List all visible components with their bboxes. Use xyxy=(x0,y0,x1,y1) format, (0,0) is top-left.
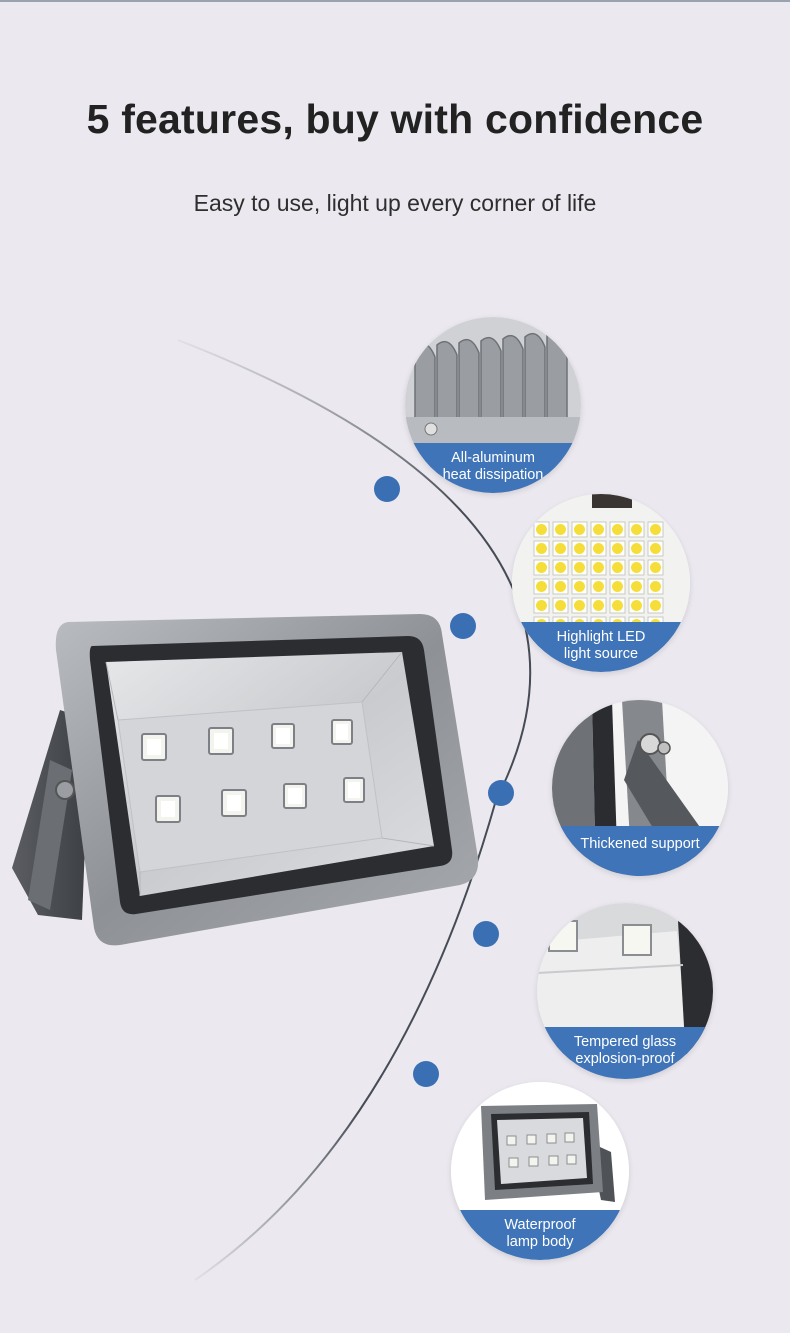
led-chip-phosphor xyxy=(536,562,547,573)
led-chip-phosphor xyxy=(536,600,547,611)
feature-label-line2: explosion-proof xyxy=(575,1051,675,1067)
feature-label-line1: All-aluminum xyxy=(451,450,535,466)
led-chip-phosphor xyxy=(631,543,642,554)
led-chip-phosphor xyxy=(555,600,566,611)
led-chip-phosphor xyxy=(612,581,623,592)
feature-label-line2: lamp body xyxy=(506,1234,574,1250)
led-chip-phosphor xyxy=(536,543,547,554)
timeline-dot-4 xyxy=(473,921,499,947)
top-divider xyxy=(0,0,790,2)
led-chip-phosphor xyxy=(555,524,566,535)
led-chip-phosphor xyxy=(593,600,604,611)
led-chip-phosphor xyxy=(612,543,623,554)
led-chip-phosphor xyxy=(574,524,585,535)
timeline-dot-2 xyxy=(450,613,476,639)
feature-label-band: All-aluminum heat dissipation xyxy=(405,443,581,493)
feature-waterproof-lamp-body: Waterproof lamp body xyxy=(451,1082,629,1260)
led-chip-phosphor xyxy=(650,524,661,535)
led-chip-phosphor xyxy=(536,524,547,535)
led-chip-phosphor xyxy=(593,543,604,554)
led-chip-phosphor xyxy=(536,581,547,592)
page-title: 5 features, buy with confidence xyxy=(86,96,704,142)
feature-label-band: Highlight LED light source xyxy=(512,622,690,672)
feature-heat-dissipation: All-aluminum heat dissipation xyxy=(405,317,581,493)
led-chip-phosphor xyxy=(650,543,661,554)
led-chip-phosphor xyxy=(555,562,566,573)
led-chip-phosphor xyxy=(612,600,623,611)
feature-label-line1: Waterproof xyxy=(504,1217,576,1233)
feature-label-line1: Highlight LED xyxy=(556,629,646,645)
led-chip-phosphor xyxy=(650,600,661,611)
feature-label-band: Tempered glass explosion-proof xyxy=(537,1027,713,1079)
led-chip-phosphor xyxy=(631,562,642,573)
led-chip-phosphor xyxy=(593,581,604,592)
led-chip-phosphor xyxy=(631,600,642,611)
feature-thickened-support: Thickened support xyxy=(552,700,728,876)
floodlight-product-image xyxy=(12,614,479,946)
timeline-dot-5 xyxy=(413,1061,439,1087)
led-chip-phosphor xyxy=(650,581,661,592)
led-chip-phosphor xyxy=(555,543,566,554)
feature-label-line1: Tempered glass xyxy=(573,1034,677,1050)
page-subtitle: Easy to use, light up every corner of li… xyxy=(193,190,597,216)
led-chip-phosphor xyxy=(574,543,585,554)
led-chip-phosphor xyxy=(631,524,642,535)
led-chip-phosphor xyxy=(574,600,585,611)
led-chip-phosphor xyxy=(555,581,566,592)
feature-label-line2: light source xyxy=(563,646,639,662)
feature-label-line2: heat dissipation xyxy=(442,467,544,483)
led-chip-phosphor xyxy=(593,562,604,573)
led-chip-phosphor xyxy=(650,562,661,573)
led-chip-phosphor xyxy=(574,581,585,592)
feature-label-band: Thickened support xyxy=(552,826,728,876)
timeline-dot-3 xyxy=(488,780,514,806)
led-chip-phosphor xyxy=(612,562,623,573)
led-chip-phosphor xyxy=(612,524,623,535)
feature-label-band: Waterproof lamp body xyxy=(451,1210,629,1260)
feature-label-line1: Thickened support xyxy=(580,836,700,852)
timeline-dot-1 xyxy=(374,476,400,502)
feature-tempered-glass: Tempered glass explosion-proof xyxy=(537,903,713,1079)
led-chip-phosphor xyxy=(593,524,604,535)
led-chip-phosphor xyxy=(574,562,585,573)
led-chip-phosphor xyxy=(631,581,642,592)
feature-led-light-source: Highlight LED light source xyxy=(512,494,690,672)
